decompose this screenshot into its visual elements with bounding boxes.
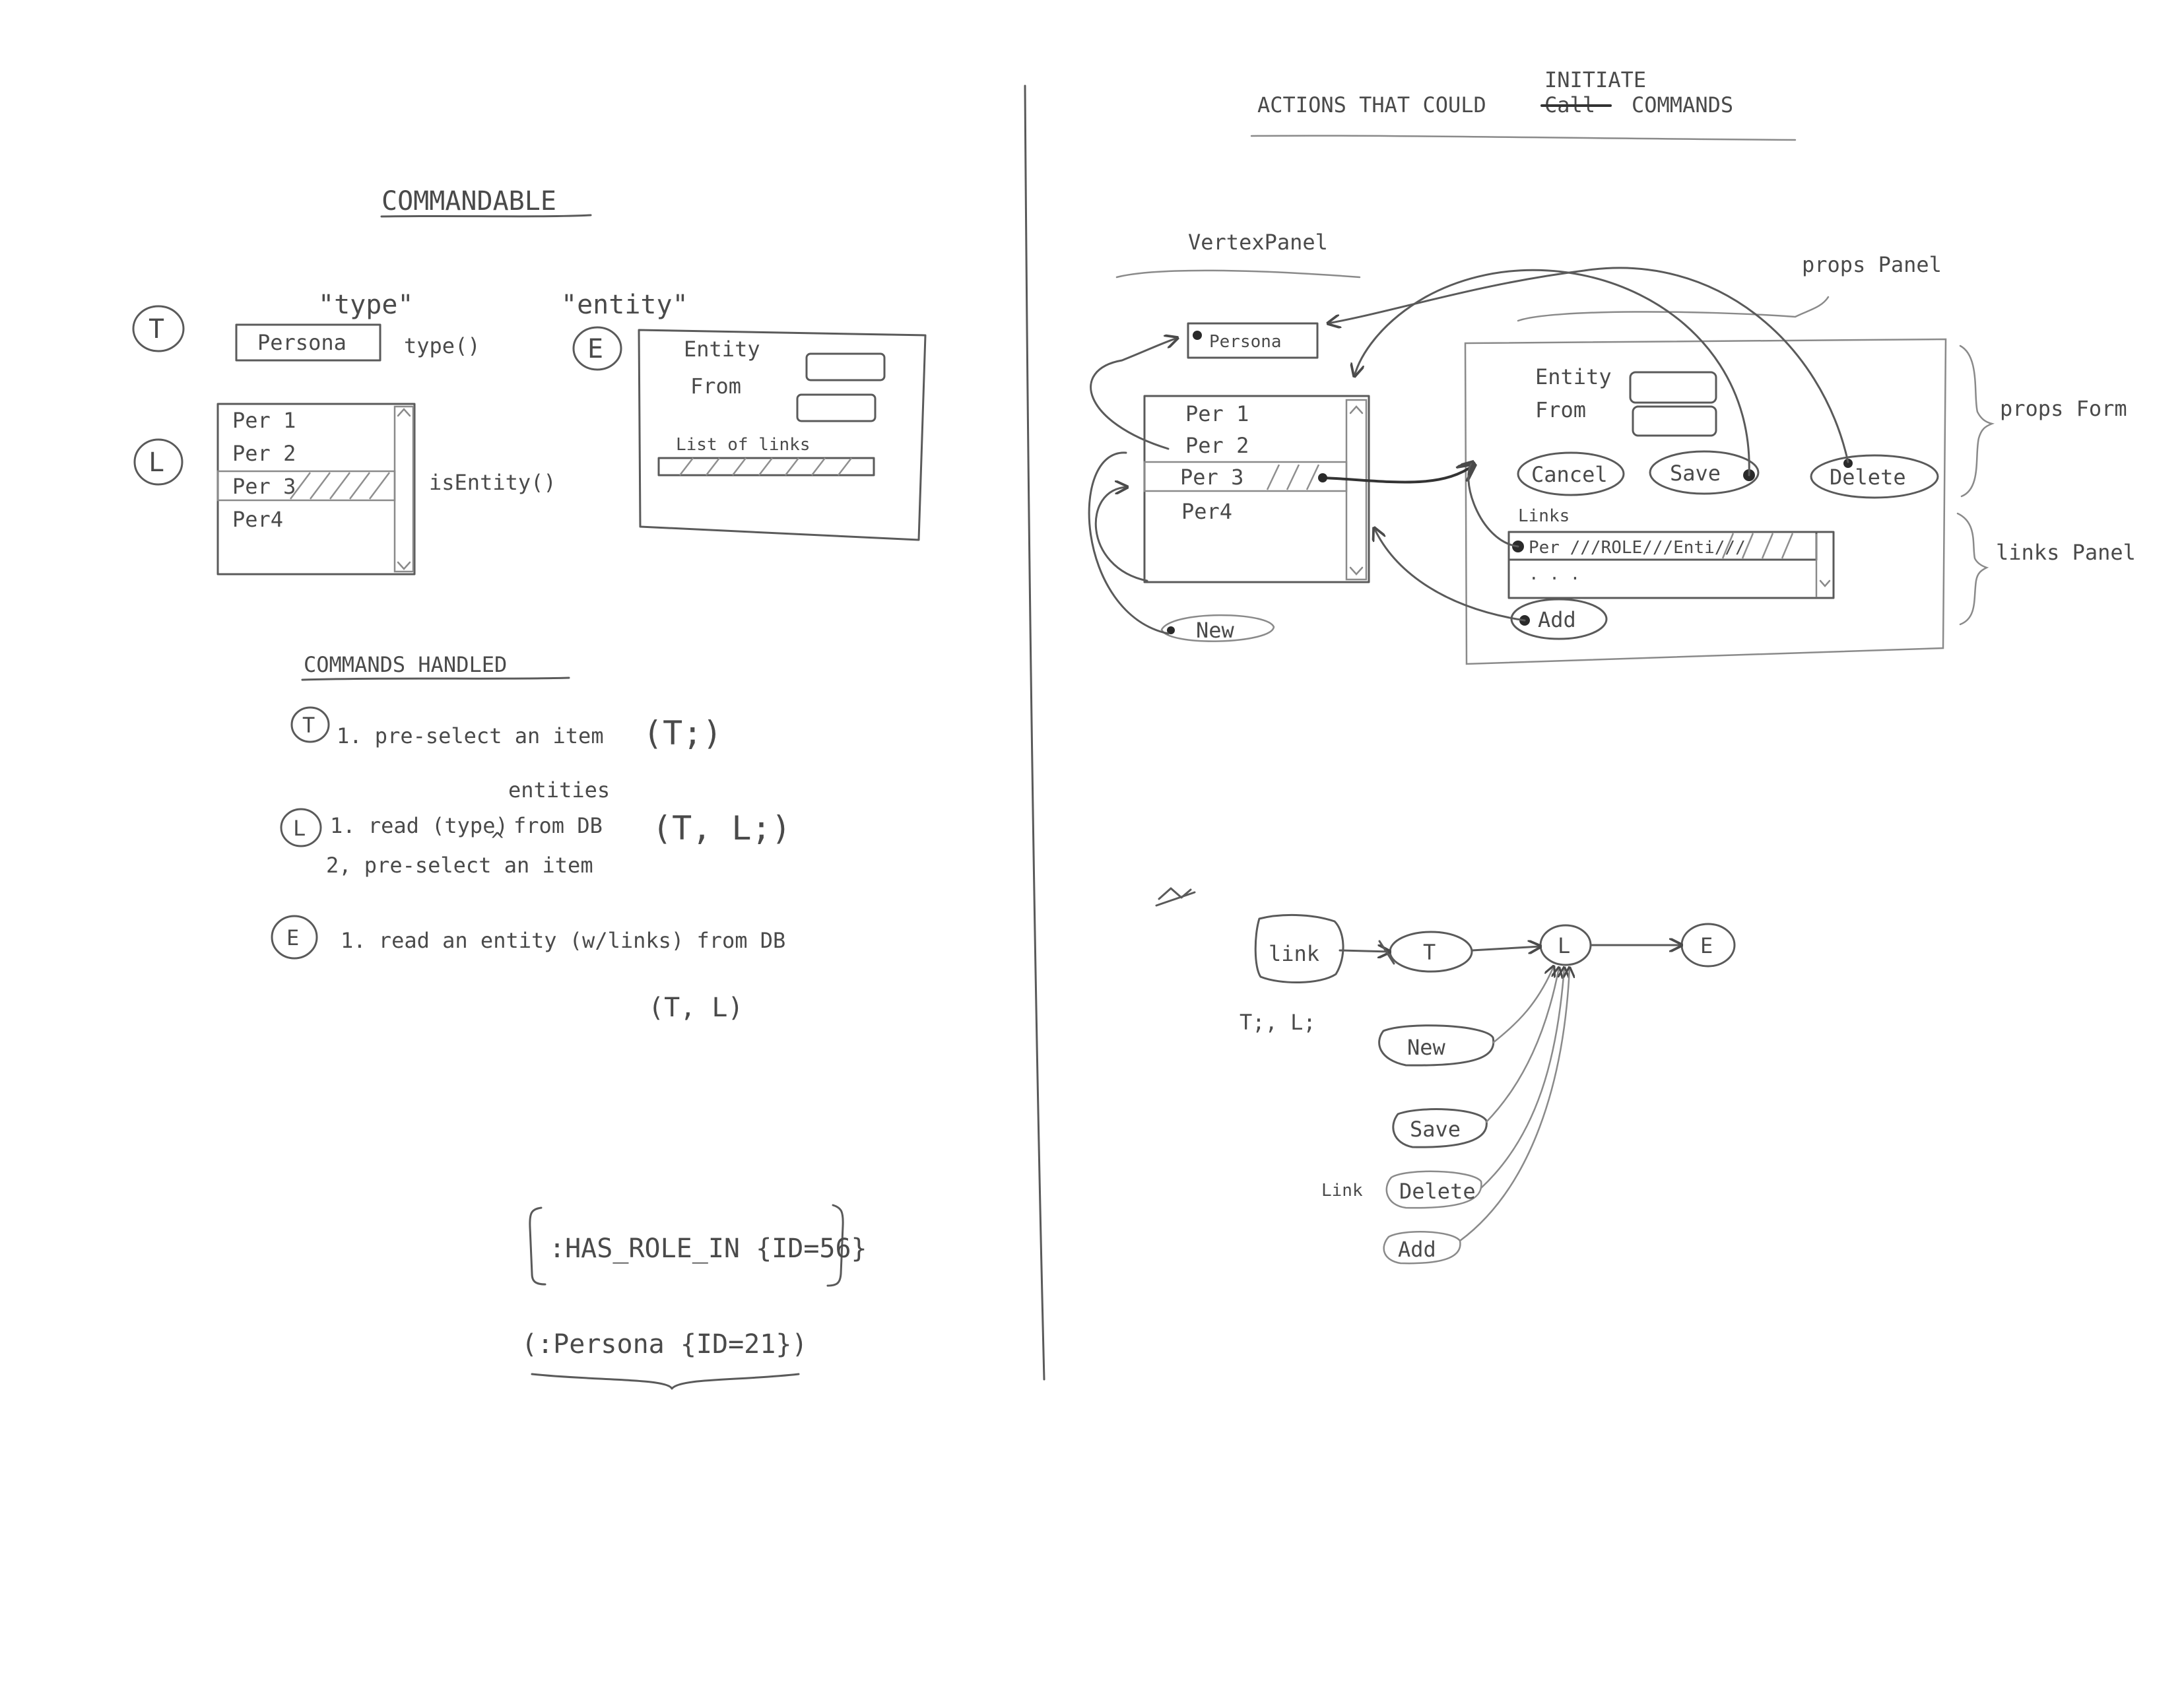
list-item: Per 3: [232, 474, 296, 499]
list-item: Per4: [232, 507, 283, 532]
links-list: Per ///ROLE///Enti/// . . .: [1507, 531, 1835, 599]
list-row-hatch: [216, 470, 396, 502]
svg-text:T: T: [302, 713, 315, 738]
page-divider: [1024, 84, 1045, 1381]
actions-title: INITIATE ACTIONS THAT COULD Call COMMAND…: [1250, 67, 1797, 141]
flow-e-node: E: [1680, 923, 1736, 968]
cmd-l-line2: 2, pre-select an item: [326, 853, 593, 878]
ui-mockup: VertexPanel props Panel Persona Per 1 Pe…: [1088, 230, 2136, 665]
cmd-e-params: (T, L): [648, 993, 744, 1023]
cmd-l-caret: ^: [491, 828, 504, 853]
add-button[interactable]: Add: [1510, 598, 1608, 640]
commands-handled-title: COMMANDS HANDLED: [304, 652, 507, 677]
commandable-section: COMMANDABLE "type" "entity" T Persona ty…: [132, 186, 927, 576]
flow-delete-node: Delete: [1385, 1170, 1482, 1209]
svg-text:E: E: [1700, 933, 1713, 958]
svg-text:Delete: Delete: [1399, 1179, 1476, 1204]
list-of-links-label: List of links: [676, 435, 811, 455]
new-button[interactable]: New: [1160, 614, 1275, 643]
flow-save-node: Save: [1392, 1108, 1488, 1148]
type-label: "type": [318, 290, 414, 320]
query-node: (:Persona {ID=21}): [521, 1329, 807, 1360]
svg-text:Save: Save: [1670, 461, 1721, 486]
svg-text:New: New: [1407, 1035, 1446, 1060]
query-examples: :HAS_ROLE_IN {ID=56} (:Persona {ID=21}): [521, 1204, 867, 1390]
links-row-2: . . .: [1529, 564, 1580, 584]
title-prefix: ACTIONS THAT COULD: [1257, 92, 1486, 117]
svg-text:L: L: [149, 447, 164, 478]
entity-form-field: Entity: [684, 337, 760, 362]
svg-text:L: L: [1558, 933, 1570, 958]
cmd-l-insert: entities: [508, 777, 610, 803]
entity-form-field: From: [690, 374, 741, 399]
cmd-e-line: 1. read an entity (w/links) from DB: [341, 928, 785, 953]
cmd-e-badge: E: [271, 915, 318, 960]
cancel-button[interactable]: Cancel: [1517, 451, 1625, 496]
cmd-t-params: (T;): [643, 714, 722, 752]
cmd-l-badge: L: [280, 808, 322, 847]
flow-params: T;, L;: [1240, 1010, 1316, 1035]
svg-text:New: New: [1196, 618, 1235, 643]
title-insert: INITIATE: [1544, 67, 1646, 92]
flow-side-label: Link: [1321, 1181, 1363, 1201]
list-item: Per 2: [232, 441, 296, 466]
svg-text:T: T: [1423, 940, 1436, 965]
type-fn: type(): [404, 333, 480, 358]
type-box-label: Persona: [1209, 332, 1282, 352]
commandable-title: COMMANDABLE: [381, 186, 556, 216]
props-form-panel: Entity From Cancel Save Delete Links: [1464, 338, 1947, 665]
links-panel-label: links Panel: [1996, 540, 2136, 565]
title-suffix: COMMANDS: [1632, 92, 1733, 117]
svg-text:E: E: [587, 334, 603, 364]
svg-text:Add: Add: [1538, 607, 1576, 632]
flow-add-node: Add: [1383, 1231, 1461, 1265]
form-field: From: [1535, 397, 1586, 422]
entity-form: Entity From List of links: [638, 329, 927, 541]
props-panel-label: props Panel: [1802, 252, 1942, 277]
query-relationship: :HAS_ROLE_IN {ID=56}: [549, 1234, 867, 1264]
vertex-panel-label: VertexPanel: [1188, 230, 1328, 255]
entity-list: Per 1 Per 2 Per 3 Per4: [216, 403, 416, 576]
flow-link-node: link: [1254, 913, 1344, 983]
list-fn: isEntity(): [429, 470, 556, 495]
svg-text:Delete: Delete: [1830, 465, 1906, 490]
cmd-l-params: (T, L;): [652, 809, 791, 847]
list-item: Per 1: [232, 408, 296, 433]
form-field: Entity: [1535, 364, 1612, 389]
type-box-label: Persona: [257, 330, 347, 355]
flow-t-node: T: [1389, 931, 1473, 973]
svg-text:E: E: [286, 925, 299, 950]
commands-handled-section: COMMANDS HANDLED 1. pre-select an item T…: [271, 652, 791, 1023]
cmd-l-from-db: from DB: [513, 813, 603, 838]
cmd-t-badge: 1. pre-select an item T: [290, 706, 330, 743]
list-item: Per4: [1181, 499, 1232, 524]
svg-text:T: T: [149, 314, 164, 345]
flow-diagram: link T;, L; T L E New Save Delete: [1155, 887, 1736, 1265]
svg-text:Add: Add: [1398, 1237, 1436, 1262]
vertex-list: Per 1 Per 2 Per 3 Per4: [1143, 395, 1370, 583]
links-label: Links: [1518, 506, 1570, 526]
cmd-l-line1: 1. read (type): [330, 813, 508, 838]
flow-l-node: L: [1539, 924, 1592, 966]
save-button[interactable]: Save: [1649, 450, 1760, 495]
svg-text:L: L: [293, 816, 306, 841]
l-badge: L: [133, 438, 183, 486]
list-item: Per 2: [1185, 433, 1249, 458]
list-item: Per 3: [1180, 465, 1243, 490]
flow-new-node: New: [1378, 1024, 1495, 1067]
cmd-t-line: 1. pre-select an item: [337, 723, 604, 748]
list-item: Per 1: [1185, 401, 1249, 426]
svg-text:Save: Save: [1410, 1117, 1461, 1142]
t-badge: T: [132, 305, 185, 352]
links-row: Per ///ROLE///Enti///: [1529, 538, 1746, 558]
entity-label: "entity": [561, 290, 688, 320]
svg-text:link: link: [1269, 941, 1319, 966]
props-form-label: props Form: [2000, 396, 2127, 421]
e-badge: E: [572, 326, 622, 371]
svg-text:Cancel: Cancel: [1531, 462, 1608, 487]
delete-button[interactable]: Delete: [1810, 454, 1939, 499]
type-box: [235, 323, 381, 362]
